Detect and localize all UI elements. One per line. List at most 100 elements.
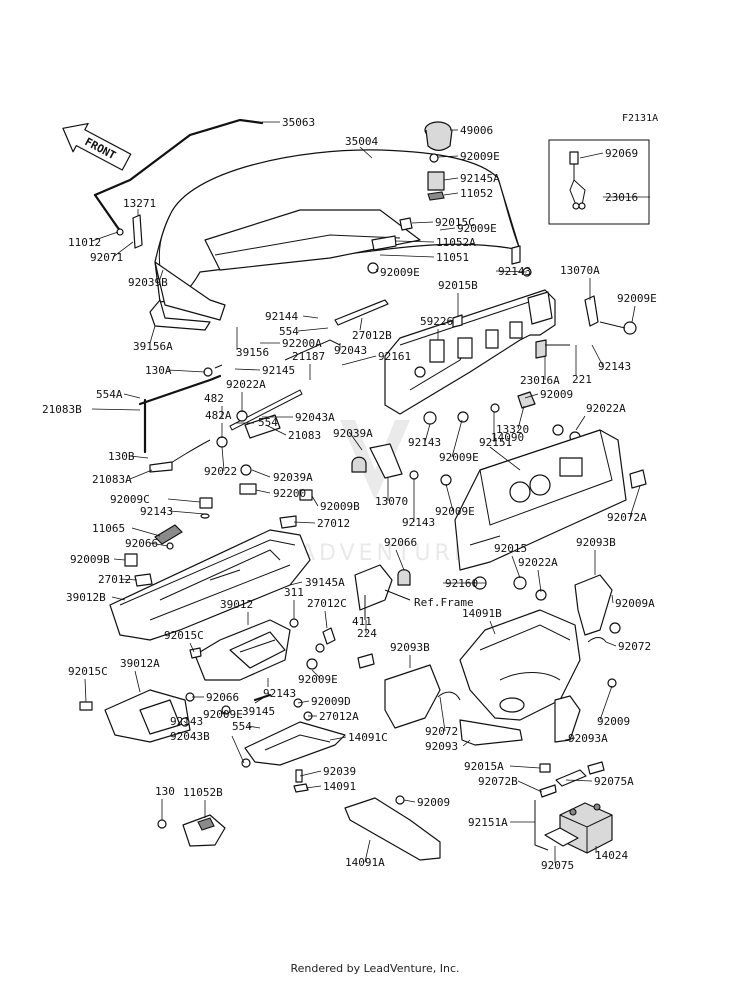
harness-23016 [569, 151, 586, 210]
leader-line [91, 408, 141, 411]
part-callout-c49: 92151 [479, 436, 512, 449]
part-callout-c84: 92072 [618, 640, 651, 653]
bracket-92093B [574, 574, 613, 636]
callout-labels: 35063350044900692009E92145A1105292069230… [42, 116, 657, 872]
part-callout-c92: 39145 [242, 705, 275, 718]
tray-39012B [109, 529, 311, 641]
leader-line [424, 423, 431, 443]
leader-line [443, 177, 459, 181]
leader-line [169, 510, 206, 515]
part-callout-c58: 13070 [375, 495, 408, 508]
part-callout-c15: 11051 [436, 251, 469, 264]
leader-line [129, 469, 153, 480]
part-callout-c29: 92043 [334, 344, 367, 357]
part-callout-c79: 39012 [220, 598, 253, 611]
horn-49006 [424, 121, 453, 152]
part-callout-c53: 130B [108, 450, 135, 463]
leader-line [349, 432, 363, 451]
dash-panel-59226 [384, 289, 556, 415]
part-callout-c80: 27012C [307, 597, 347, 610]
part-callout-c50: 92039A [333, 427, 373, 440]
part-callout-c35: 554A [96, 388, 123, 401]
leader-line [299, 770, 322, 777]
part-callout-c64: 27012 [317, 517, 350, 530]
part-callout-c17: 92009E [380, 266, 420, 279]
leader-line [524, 393, 539, 399]
part-callout-c40: 21083 [288, 429, 321, 442]
linkage-21083B [138, 374, 222, 406]
part-callout-c113: 14091A [345, 856, 385, 869]
leader-line [462, 739, 471, 747]
part-callout-c111: 92009 [417, 796, 450, 809]
part-callout-c5: 92145A [460, 172, 500, 185]
leader-line [231, 735, 245, 764]
part-callout-c45: 92009 [540, 388, 573, 401]
leader-line [564, 737, 576, 741]
leader-line [489, 620, 496, 635]
part-callout-c106: 92015A [464, 760, 504, 773]
leader-line [537, 569, 542, 593]
leader-line [189, 642, 195, 653]
leader-line [123, 393, 141, 399]
plate-14091C [244, 721, 346, 766]
leader-line [579, 152, 604, 159]
leader-line [234, 368, 261, 371]
leader-line [359, 146, 373, 159]
part-callout-c11: 92071 [90, 251, 123, 264]
leader-line [324, 610, 328, 629]
leader-line [341, 355, 377, 366]
part-callout-c30: 92161 [378, 350, 411, 363]
part-callout-c42: 23016A [520, 374, 560, 387]
leader-line [611, 594, 614, 604]
part-callout-c32: 130A [145, 364, 172, 377]
part-callout-c13: 92015C [435, 216, 475, 229]
pad-92075 [544, 827, 579, 847]
part-callout-c99: 92043B [170, 730, 210, 743]
watermark: ADVENTURE [300, 420, 468, 566]
battery-14024 [559, 802, 613, 854]
leader-line [509, 765, 541, 769]
part-callout-c105: 14091 [323, 780, 356, 793]
part-callout-c10: 11012 [68, 236, 101, 249]
part-callout-c39: 482A [205, 409, 232, 422]
part-callout-c94: 27012A [319, 710, 359, 723]
part-callout-c46: 92022A [586, 402, 626, 415]
part-callout-c67: 92066 [125, 537, 158, 550]
part-callout-c16: 92009E [457, 222, 497, 235]
leader-line [293, 521, 316, 524]
part-callout-c110: 11052B [183, 786, 223, 799]
leader-line [167, 369, 206, 373]
cup-holder-39012A [104, 689, 191, 743]
leader-line [221, 711, 227, 715]
leader-line [437, 155, 459, 158]
leader-line [517, 780, 543, 793]
leader-line [517, 405, 525, 430]
part-callout-c95: 92009E [203, 708, 243, 721]
part-callout-c70: 92093B [576, 536, 616, 549]
leader-line [489, 446, 521, 471]
part-callout-c97: 92143 [170, 715, 203, 728]
part-callout-c86: 92015C [164, 629, 204, 642]
leader-line [511, 555, 521, 579]
part-callout-c101: 92093 [425, 740, 458, 753]
leader-line [254, 697, 264, 704]
part-callout-c34: 92022A [226, 378, 266, 391]
ref-frame-label: Ref.Frame [414, 596, 474, 609]
part-callout-c4: 92009E [460, 150, 500, 163]
part-callout-c87: 39012A [120, 657, 160, 670]
front-arrow: FRONT [62, 122, 132, 171]
floor-panel-14091B [459, 609, 581, 721]
leader-line [84, 678, 87, 703]
part-callout-c41: 554 [258, 416, 278, 429]
part-callout-c61: 92009C [110, 493, 150, 506]
detail-box-23016 [548, 139, 650, 225]
part-callout-c57: 92200 [273, 487, 306, 500]
part-callout-c52: 14090 [491, 431, 524, 444]
part-callout-c91: 92066 [206, 691, 239, 704]
part-callout-c47: 13320 [496, 423, 529, 436]
part-callout-c23: 554 [279, 325, 299, 338]
leader-line [289, 581, 303, 586]
leader-line [113, 558, 126, 561]
panel-14090 [454, 429, 627, 571]
part-callout-c112: 92151A [468, 816, 508, 829]
